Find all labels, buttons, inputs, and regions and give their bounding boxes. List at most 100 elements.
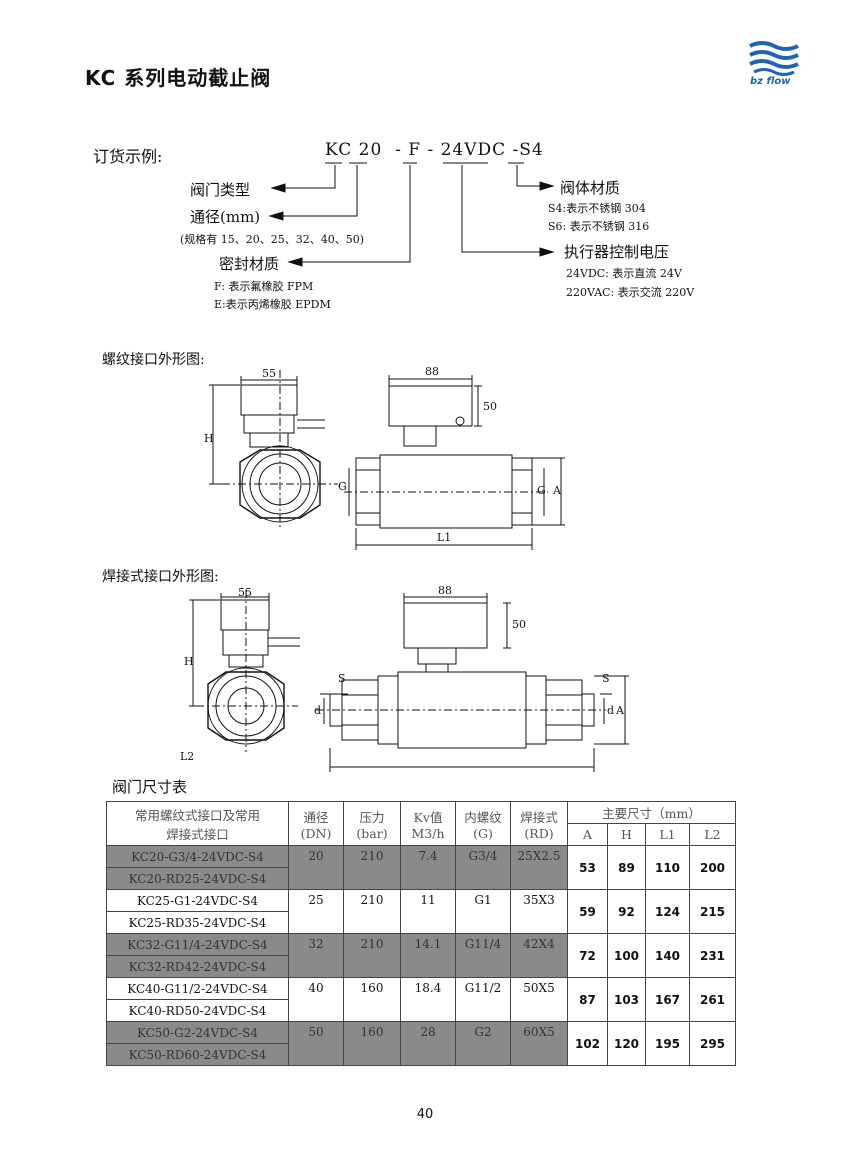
thread-dim-a: A [553,484,561,497]
l1-cell: 124 [645,889,690,934]
thread-dim-g-left: G [338,480,347,493]
kv-cell: 14.1 [400,933,456,978]
kv-cell: 11 [400,889,456,934]
bore-spec: (规格有 15、20、25、32、40、50) [180,233,365,246]
h-cell: 89 [607,845,646,890]
weld-dim-50: 50 [512,618,526,631]
dn-cell: 50 [288,1021,344,1066]
l1-cell: 195 [645,1021,690,1066]
bore-label: 通径(mm) [190,208,261,226]
dn-cell: 40 [288,977,344,1022]
weld-cell: 25X2.5 [510,845,568,890]
model-weld: KC20-RD25-24VDC-S4 [106,867,289,890]
body-s4: S4:表示不锈钢 304 [548,202,646,215]
h-cell: 120 [607,1021,646,1066]
l2-cell: 295 [688,1021,737,1066]
weld-cell: 42X4 [510,933,568,978]
header-thread: 内螺纹 (G) [455,801,511,846]
wave-logo-icon [749,41,799,76]
pressure-cell: 210 [343,845,401,890]
order-example-label: 订货示例: [93,147,163,166]
thread-cell: G3/4 [455,845,511,890]
a-cell: 53 [567,845,608,890]
l1-cell: 140 [645,933,690,978]
weld-dim-88: 88 [438,584,452,597]
page-title: KC 系列电动截止阀 [85,66,272,90]
model-thread: KC50-G2-24VDC-S4 [106,1021,289,1044]
weld-dim-l2: L2 [180,750,195,763]
brand-logo: bz flow [744,40,800,92]
weld-dim-55: 55 [238,586,252,599]
voltage-dc: 24VDC: 表示直流 24V [566,267,682,280]
model-thread: KC32-G11/4-24VDC-S4 [106,933,289,956]
h-cell: 100 [607,933,646,978]
l2-cell: 261 [688,977,737,1022]
h-cell: 92 [607,889,646,934]
header-model: 常用螺纹式接口及常用 焊接式接口 [106,801,289,846]
thread-dim-50: 50 [483,400,497,413]
dimension-table: 常用螺纹式接口及常用 焊接式接口 通径 (DN) 压力 (bar) Kv值 M3… [106,801,737,1066]
dn-cell: 20 [288,845,344,890]
kv-cell: 7.4 [400,845,456,890]
kv-cell: 18.4 [400,977,456,1022]
actuator-voltage-label: 执行器控制电压 [564,243,670,261]
pressure-cell: 210 [343,933,401,978]
header-l2: L2 [688,823,737,846]
a-cell: 72 [567,933,608,978]
l2-cell: 215 [688,889,737,934]
table-row: KC50-RD60-24VDC-S4 [106,1043,736,1066]
pressure-cell: 160 [343,977,401,1022]
model-thread: KC20-G3/4-24VDC-S4 [106,845,289,868]
l2-cell: 231 [688,933,737,978]
dimension-table-title: 阀门尺寸表 [112,778,188,796]
model-thread: KC40-G11/2-24VDC-S4 [106,977,289,1000]
seal-label: 密封材质 [219,255,280,273]
body-s6: S6: 表示不锈钢 316 [548,220,650,233]
weld-cell: 50X5 [510,977,568,1022]
weld-cell: 35X3 [510,889,568,934]
dn-cell: 25 [288,889,344,934]
thread-cell: G1 [455,889,511,934]
h-cell: 103 [607,977,646,1022]
model-weld: KC50-RD60-24VDC-S4 [106,1043,289,1066]
thread-section-title: 螺纹接口外形图: [102,352,205,368]
page-number: 40 [416,1107,434,1122]
weld-dim-a: A [616,704,624,717]
a-cell: 59 [567,889,608,934]
thread-dim-55: 55 [262,367,276,380]
thread-cell: G2 [455,1021,511,1066]
thread-dim-l1: L1 [437,531,452,544]
weld-dim-s-right: S [602,672,610,685]
thread-dim-h: H [204,432,214,445]
table-row: KC25-G1-24VDC-S4 25 210 11 G1 35X3 59 92… [106,889,737,934]
table-row: KC32-RD42-24VDC-S4 [106,955,736,978]
header-pressure: 压力 (bar) [343,801,401,846]
thread-dim-g-right: G [537,484,546,497]
kv-cell: 28 [400,1021,456,1066]
header-weld: 焊接式 (RD) [510,801,568,846]
pressure-cell: 210 [343,889,401,934]
weld-dim-d-right: d [607,704,615,717]
header-a: A [567,823,608,846]
l1-cell: 110 [645,845,690,890]
logo-text: bz flow [750,76,791,87]
weld-section-title: 焊接式接口外形图: [102,569,219,585]
thread-dim-88: 88 [425,365,439,378]
table-row: KC50-G2-24VDC-S4 50 160 28 G2 60X5 102 1… [106,1021,737,1066]
model-weld: KC40-RD50-24VDC-S4 [106,999,289,1022]
table-row: KC20-G3/4-24VDC-S4 20 210 7.4 G3/4 25X2.… [106,845,737,890]
model-weld: KC32-RD42-24VDC-S4 [106,955,289,978]
thread-cell: G11/2 [455,977,511,1022]
model-thread: KC25-G1-24VDC-S4 [106,889,289,912]
model-weld: KC25-RD35-24VDC-S4 [106,911,289,934]
body-material-label: 阀体材质 [560,179,621,197]
table-row: KC32-G11/4-24VDC-S4 32 210 14.1 G11/4 42… [106,933,737,978]
a-cell: 102 [567,1021,608,1066]
a-cell: 87 [567,977,608,1022]
table-row: KC40-G11/2-24VDC-S4 40 160 18.4 G11/2 50… [106,977,737,1022]
header-kv: Kv值 M3/h [400,801,456,846]
header-dn: 通径 (DN) [288,801,344,846]
